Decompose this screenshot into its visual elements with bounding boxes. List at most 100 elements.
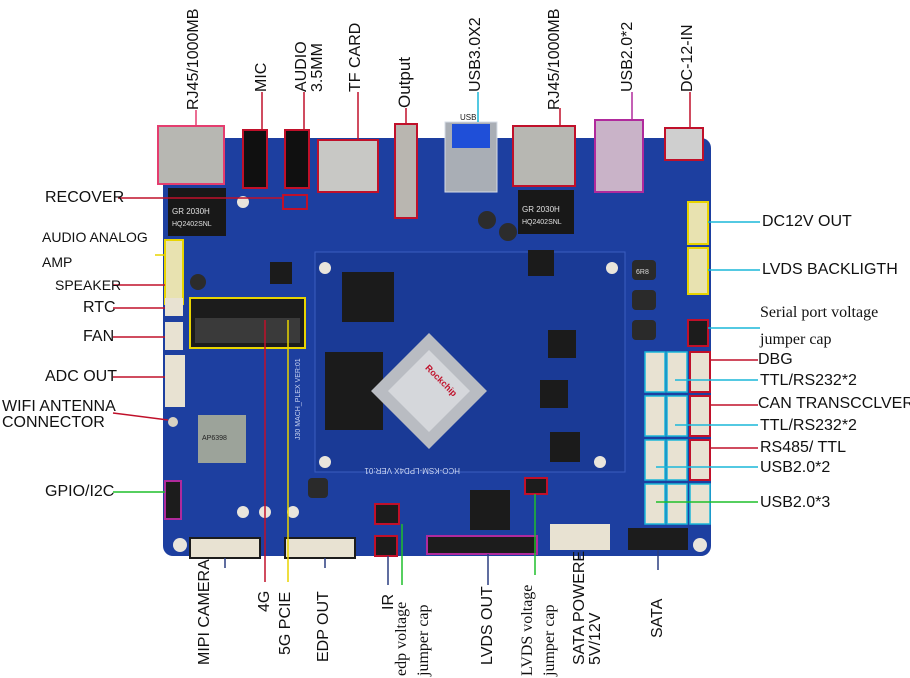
label-speaker: SPEAKER xyxy=(55,277,122,293)
label-4g: 4G xyxy=(256,590,273,612)
leader-lines xyxy=(112,92,760,585)
mount-hole xyxy=(237,196,249,208)
label-dc12-in: DC-12-IN xyxy=(679,24,696,92)
can-connector xyxy=(689,395,711,437)
label-rs485: RS485/ TTL xyxy=(760,439,846,456)
usb-silk-text: USB xyxy=(460,113,476,122)
label-wifi-2: CONNECTOR xyxy=(2,414,105,431)
soc-chip-face xyxy=(387,349,471,433)
rj45-left-magnetics xyxy=(168,188,226,236)
usb20-connector-c xyxy=(644,483,666,525)
dc-in-jack xyxy=(664,127,704,161)
mount-hole xyxy=(693,538,707,552)
usb-hub-chip xyxy=(470,490,510,530)
rj45-right-connector xyxy=(512,125,576,187)
dbg-connector xyxy=(689,351,711,393)
label-wifi-1: WIFI ANTENNA xyxy=(2,398,116,415)
usb20-top-connector xyxy=(594,119,644,193)
label-rj45-right: RJ45/1000MB xyxy=(546,8,563,110)
wifi-module-text: AP6398 xyxy=(202,435,227,442)
wifi-antenna-connector xyxy=(168,417,178,427)
serial-side-text: J30 MACH_PLEX VER:01 xyxy=(295,358,302,440)
label-serial-2: jumper cap xyxy=(760,331,832,348)
tf-card-slot xyxy=(317,139,379,193)
left-header-yellow xyxy=(164,239,184,305)
label-lvds-backlight: LVDS BACKLIGTH xyxy=(762,261,898,278)
label-lvds-voltage-1: LVDS voltage xyxy=(519,584,536,676)
label-edp-voltage: edp voltage jumper cap xyxy=(393,601,432,676)
adc-connector xyxy=(165,355,185,407)
mount-hole xyxy=(319,456,331,468)
label-serial-1: Serial port voltage xyxy=(760,304,879,321)
edp-jumper xyxy=(374,503,400,525)
audio-jack xyxy=(284,129,310,189)
label-edp-out: EDP OUT xyxy=(315,591,332,662)
label-sata: SATA xyxy=(649,598,666,638)
mount-hole xyxy=(606,262,618,274)
chip xyxy=(550,432,580,462)
capacitor xyxy=(190,274,206,290)
usb20-connector-a xyxy=(644,439,666,481)
magnetics-right-text: GR 2030H xyxy=(522,205,560,214)
rtc-connector xyxy=(165,298,183,316)
ttl-connector-b xyxy=(666,351,688,393)
label-usb20-top: USB2.0*2 xyxy=(619,21,636,92)
gpio-header xyxy=(164,480,182,520)
label-usb30: USB3.0X2 xyxy=(467,17,484,92)
ir-receiver xyxy=(374,535,398,557)
label-lvds-out: LVDS OUT xyxy=(479,586,496,665)
label-usb20-x3: USB2.0*3 xyxy=(760,494,831,511)
label-audio-line2: 3.5MM xyxy=(309,43,326,92)
m2-slot-inner xyxy=(195,318,300,343)
mipi-camera-connector xyxy=(189,537,261,559)
usb30-blue-port xyxy=(452,124,490,148)
label-can: CAN TRANSCCLVER xyxy=(758,395,910,412)
label-mipi-camera: MIPI CAMERA xyxy=(196,559,213,665)
inductor xyxy=(632,260,656,280)
label-audio: AUDIO 3.5MM xyxy=(293,41,326,92)
ttl-connector-a xyxy=(644,351,666,393)
chip xyxy=(270,262,292,284)
inductor xyxy=(632,320,656,340)
chip xyxy=(548,330,576,358)
mount-hole xyxy=(287,506,299,518)
mic-jack xyxy=(242,129,268,189)
label-usb20-x2: USB2.0*2 xyxy=(760,459,831,476)
capacitor xyxy=(499,223,517,241)
label-amp: AMP xyxy=(42,254,73,270)
edp-out-connector xyxy=(284,537,356,559)
label-sata-power: SATA POWERE 5V/12V xyxy=(571,550,604,665)
label-mic: MIC xyxy=(253,62,270,92)
rs485-connector xyxy=(689,439,711,481)
magnetics-left-text-2: HQ2402SNL xyxy=(172,221,212,228)
label-5g-pcie: 5G PCIE xyxy=(277,591,294,655)
label-dc12-out: DC12V OUT xyxy=(762,213,852,230)
label-edp-voltage-1: edp voltage xyxy=(393,601,410,676)
magnetics-left-text: GR 2030H xyxy=(172,207,210,216)
label-sata-power-2: 5V/12V xyxy=(587,612,604,665)
sata-connector xyxy=(628,528,688,550)
label-lvds-voltage: LVDS voltage jumper cap xyxy=(519,584,558,676)
mount-hole xyxy=(319,262,331,274)
serial-jumper xyxy=(687,319,709,347)
fan-connector xyxy=(165,322,183,350)
label-lvds-voltage-2: jumper cap xyxy=(541,604,558,676)
ram-chip xyxy=(342,272,394,322)
label-sata-power-1: SATA POWERE xyxy=(571,550,588,665)
label-rj45-left: RJ45/1000MB xyxy=(185,8,202,110)
label-output: Output xyxy=(395,56,414,108)
rj45-right-magnetics xyxy=(518,190,574,234)
inductor xyxy=(308,478,328,498)
mount-hole xyxy=(173,538,187,552)
chip xyxy=(540,380,568,408)
sata-power-connector xyxy=(550,524,610,550)
usb20-connector-b xyxy=(666,439,688,481)
label-edp-voltage-2: jumper cap xyxy=(415,604,432,676)
ttl-connector-c xyxy=(644,395,666,437)
label-recover: RECOVER xyxy=(45,189,125,206)
label-fan: FAN xyxy=(83,328,115,345)
label-dbg: DBG xyxy=(758,351,793,368)
label-audio-analog: AUDIO ANALOG xyxy=(42,229,148,245)
label-gpio: GPIO/I2C xyxy=(45,483,115,500)
wifi-module xyxy=(198,415,246,463)
